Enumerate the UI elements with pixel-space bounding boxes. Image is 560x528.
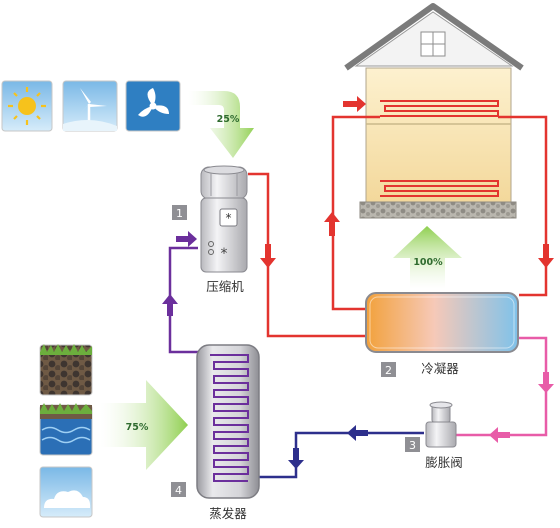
ground-share-label: 75% [126,422,149,433]
evaporator-number-badge [171,482,186,497]
expansion-valve-label-group: 3 膨胀阀 [405,437,463,470]
expansion-valve-label: 膨胀阀 [425,455,463,470]
ground-energy-arrow: 75% [100,380,188,470]
flow-arrow [162,294,178,316]
condenser-label-group: 2 冷凝器 [381,361,459,377]
flow-arrow [538,372,554,393]
output-energy-arrow: 100% [393,226,462,289]
compressor-label: 压缩机 [206,279,244,294]
expansion-valve-number: 3 [409,439,416,452]
air-icon [39,466,93,518]
condenser-number-badge [381,362,396,377]
compressor-label-group: 1 压缩机 [172,205,244,294]
flow-arrow [343,96,366,112]
fan-icon [125,80,181,132]
condenser [365,292,519,353]
expansion-valve-number-badge [405,437,420,452]
svg-text:*: * [221,246,228,262]
compressor-number: 1 [176,207,183,220]
wind-turbine-icon [62,80,118,132]
flow-arrow [347,425,368,441]
environment-share-label: 25% [217,114,240,125]
flow-arrow [538,244,554,268]
ground-water-icon [39,403,93,456]
flow-arrow [176,231,197,247]
flow-arrow [324,212,340,236]
compressor-number-badge [172,205,187,220]
house [344,3,524,219]
flow-arrow [489,427,510,443]
condenser-number: 2 [385,364,392,377]
condenser-label: 冷凝器 [421,361,459,376]
evaporator-label-group: 4 蒸发器 [171,482,247,521]
flow-arrows [162,96,554,469]
flow-arrow [288,448,304,469]
expansion-valve [425,401,457,448]
environment-energy-arrow: 25% [188,91,254,158]
evaporator [196,344,260,499]
evaporator-number: 4 [175,484,182,497]
sun-icon [1,80,53,132]
svg-text:*: * [226,211,232,225]
evaporator-label: 蒸发器 [209,506,247,521]
ground-soil-icon [39,344,93,396]
output-share-label: 100% [413,257,443,268]
flow-arrow [260,244,276,268]
compressor: * * [200,165,248,273]
